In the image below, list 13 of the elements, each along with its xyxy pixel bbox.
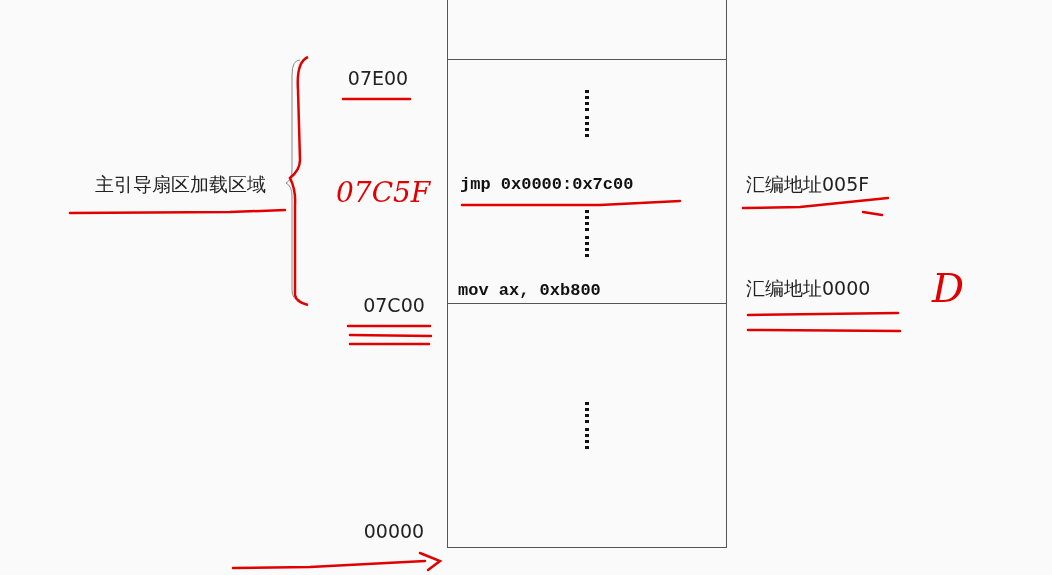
address-label: 汇编地址0000 [746,276,872,301]
code-line: mov ax, 0xb800 [458,280,601,302]
code-line: jmp 0x0000:0x7c00 [460,174,634,196]
memory-segment [447,0,727,60]
handwritten-note: D [932,264,966,313]
address-label: 07E00 [346,66,410,91]
address-label: 00000 [362,519,426,544]
memory-segment [447,303,727,548]
address-label: 07C00 [362,293,426,318]
region-label: 主引导扇区加载区域 [93,172,267,197]
handwritten-note: 07C5F [336,175,432,211]
address-label: 汇编地址005F [746,172,871,197]
memory-segment [447,59,727,304]
